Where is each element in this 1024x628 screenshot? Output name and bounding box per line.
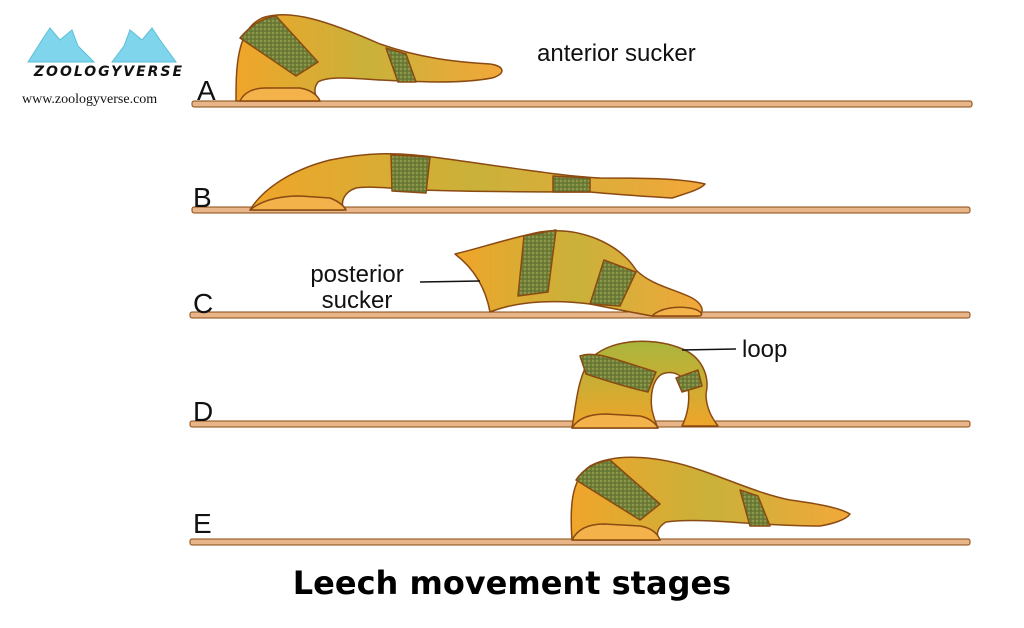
anterior-sucker-label: anterior sucker	[537, 40, 696, 67]
leech-stage-d	[571, 340, 719, 429]
logo-url[interactable]: www.zoologyverse.com	[22, 92, 158, 107]
zoologyverse-logo: ZOOLOGYVERSE www.zoologyverse.com	[20, 26, 198, 112]
ground-line-c	[189, 311, 971, 319]
stage-label-c: C	[193, 288, 214, 319]
leech-stage-a	[235, 14, 503, 102]
loop-label: loop	[742, 336, 788, 363]
ground-line-b	[191, 206, 971, 214]
leech-stage-b	[249, 152, 706, 211]
stage-label-a: A	[197, 75, 216, 106]
leech-stage-c	[454, 229, 703, 317]
posterior-sucker-label-line2: sucker	[321, 287, 393, 314]
stage-label-e: E	[193, 508, 212, 539]
ground-lines	[189, 100, 973, 546]
posterior-sucker-label-line1: posterior	[310, 261, 404, 288]
stage-label-b: B	[193, 182, 212, 213]
stage-label-d: D	[193, 396, 214, 427]
ground-line-a	[191, 100, 973, 108]
diagram-title: Leech movement stages	[292, 564, 732, 602]
twin-fox-heads-icon	[27, 27, 177, 63]
posterior-sucker-label: posterior sucker	[290, 262, 424, 314]
loop-leader	[681, 348, 737, 351]
logo-wordmark: ZOOLOGYVERSE	[33, 64, 185, 80]
leech-stage-e	[570, 456, 851, 541]
posterior-sucker-leader	[419, 280, 481, 283]
